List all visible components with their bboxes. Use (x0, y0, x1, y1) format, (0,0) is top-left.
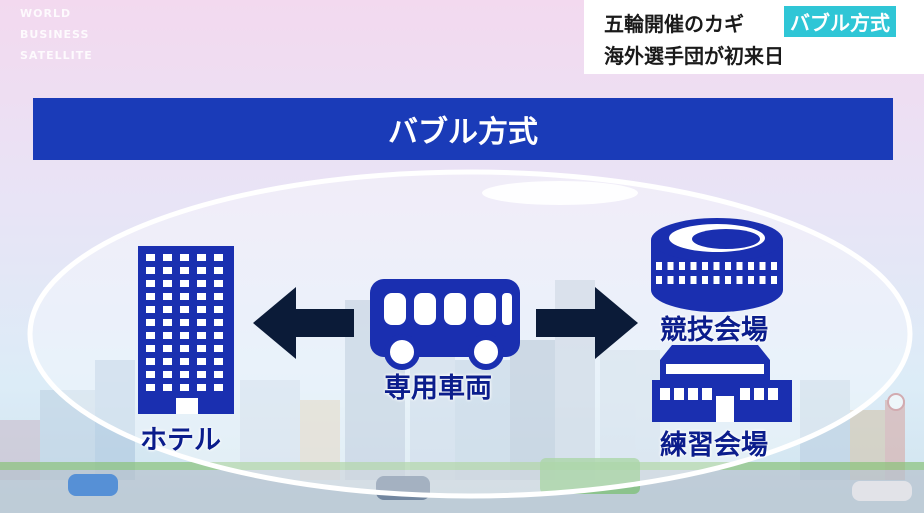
venue-label: 競技会場 (660, 315, 768, 346)
headline-highlight: バブル方式 (784, 6, 896, 37)
practice-label: 練習会場 (660, 430, 768, 461)
news-headline-box: 五輪開催のカギ バブル方式 海外選手団が初来日 (584, 0, 924, 74)
title-banner: バブル方式 (33, 98, 893, 160)
channel-watermark: WORLD BUSINESS SATELLITE (20, 3, 93, 66)
vehicle-label: 専用車両 (384, 373, 492, 404)
watermark-line: SATELLITE (20, 49, 93, 62)
training-hall-icon (652, 345, 792, 422)
stadium-icon (651, 218, 783, 312)
left-arrow-icon (253, 287, 354, 359)
bus-icon (370, 279, 520, 370)
hotel-building-icon (138, 246, 234, 414)
hotel-label: ホテル (140, 425, 221, 456)
banner-title: バブル方式 (388, 115, 538, 150)
right-arrow-icon (536, 287, 638, 359)
headline-line2: 海外選手団が初来日 (604, 44, 784, 68)
watermark-line: WORLD (20, 7, 72, 20)
watermark-line: BUSINESS (20, 28, 90, 41)
headline-line1: 五輪開催のカギ (604, 12, 744, 36)
